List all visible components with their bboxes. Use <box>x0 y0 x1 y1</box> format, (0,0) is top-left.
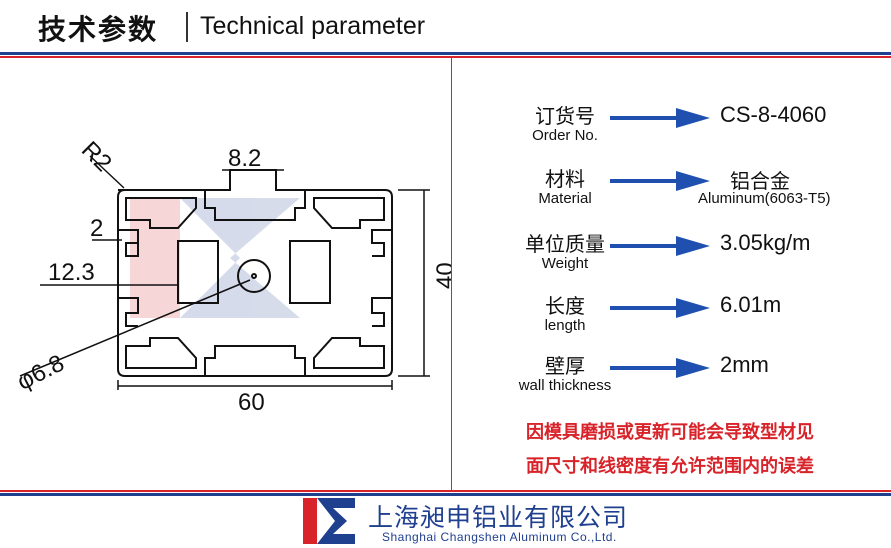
spec-label-en: Weight <box>541 255 589 272</box>
arrow-right-icon <box>610 298 710 318</box>
dim-width-label: 60 <box>238 389 265 416</box>
spec-label-cn: 长度 <box>545 294 585 318</box>
spec-label-cn: 壁厚 <box>545 354 585 378</box>
tolerance-note-line-1: 因模具磨损或更新可能会导致型材见 <box>526 422 814 443</box>
page-title: 技术参数 <box>38 13 159 46</box>
spec-label-en: wall thickness <box>518 377 612 394</box>
spec-label-cn: 材料 <box>545 167 585 191</box>
company-logo-icon <box>303 498 355 544</box>
dim-radius-label: R2 <box>76 136 117 177</box>
spec-row-length: 长度 length 6.01m <box>470 290 880 346</box>
dim-height-label: 40 <box>432 262 451 289</box>
dim-inner-label: 12.3 <box>48 259 95 286</box>
tolerance-note-line-2: 面尺寸和线密度有允许范围内的误差 <box>526 456 814 477</box>
header-rule-blue <box>0 52 891 55</box>
panel-divider <box>451 58 452 490</box>
spec-label-en: length <box>544 317 586 334</box>
profile-outline <box>117 169 393 377</box>
arrow-right-icon <box>610 236 710 256</box>
arrow-right-icon <box>610 108 710 128</box>
spec-value: 2mm <box>720 352 769 377</box>
profile-drawing: 8.2 R2 2 12.3 φ6.8 60 40 <box>13 136 451 416</box>
dim-wall-label: 2 <box>90 215 103 242</box>
title-separator <box>186 12 188 42</box>
spec-value: 6.01m <box>720 292 782 317</box>
spec-label-cn: 订货号 <box>535 104 595 128</box>
dimension-lines <box>19 155 430 390</box>
spec-row-order-no: 订货号 Order No. CS-8-4060 <box>470 100 880 156</box>
spec-value-detail: Aluminum(6063-T5) <box>698 190 831 207</box>
company-name-english: Shanghai Changshen Aluminum Co.,Ltd. <box>382 530 617 544</box>
arrow-right-icon <box>610 358 710 378</box>
arrow-right-icon <box>610 171 710 191</box>
spec-value: CS-8-4060 <box>720 102 827 127</box>
spec-value: 铝合金 <box>730 169 790 193</box>
spec-label-en: Order No. <box>532 127 598 144</box>
spec-label-en: Material <box>538 190 592 207</box>
page-header: 技术参数 Technical parameter <box>0 0 891 52</box>
company-name: 上海昶申铝业有限公司 <box>368 503 629 532</box>
spec-label-cn: 单位质量 <box>525 232 605 256</box>
footer-rule-blue <box>0 493 891 496</box>
dim-hole-label: φ6.8 <box>13 350 69 396</box>
spec-value: 3.05kg/m <box>720 230 811 255</box>
header-rule-red <box>0 56 891 58</box>
page-title-english: Technical parameter <box>200 12 426 40</box>
footer-rule-red <box>0 490 891 492</box>
spec-row-material: 材料 Material 铝合金 Aluminum(6063-T5) <box>470 163 880 219</box>
spec-row-wall-thickness: 壁厚 wall thickness 2mm <box>470 350 880 406</box>
dim-slot-label: 8.2 <box>228 145 261 172</box>
spec-row-weight: 单位质量 Weight 3.05kg/m <box>470 228 880 284</box>
